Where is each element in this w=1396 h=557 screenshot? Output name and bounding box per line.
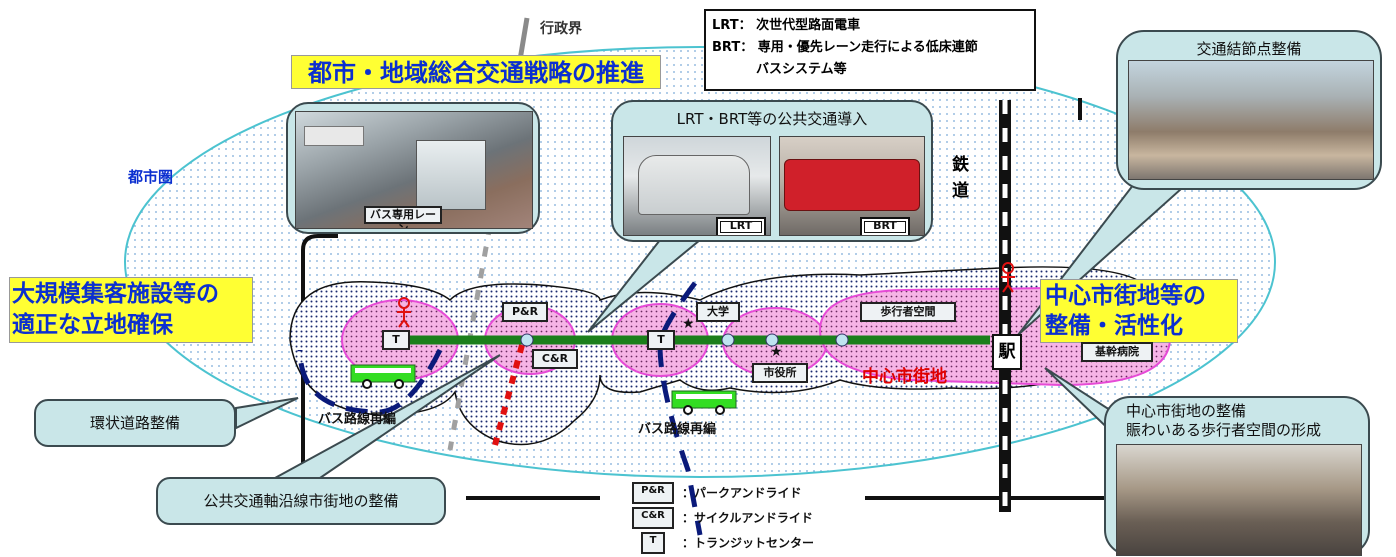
legend: P&R ：パークアンドライド C&R ：サイクルアンドライド T ：トランジット… bbox=[632, 480, 872, 555]
brt-label: BRT bbox=[860, 217, 910, 235]
legend-row-cr: C&R ：サイクルアンドライド bbox=[632, 505, 872, 530]
pedestrian-space-tag: 歩行者空間 bbox=[860, 302, 956, 322]
pr-tag: P&R bbox=[502, 302, 548, 322]
brt-definition: BRT： 専用・優先レーン走行による低床連節 bbox=[712, 40, 978, 55]
ring-road-center bbox=[657, 281, 703, 536]
legend-row-pr: P&R ：パークアンドライド bbox=[632, 480, 872, 505]
bus-icon-left bbox=[350, 364, 416, 389]
star-university: ★ bbox=[682, 316, 695, 332]
bus-reorg-center: バス路線再編 bbox=[638, 422, 717, 437]
brt-definition-cont: バスシステム等 bbox=[756, 62, 847, 77]
transport-node-title: 交通結節点整備 bbox=[1196, 40, 1302, 58]
star-cityhall: ★ bbox=[770, 344, 783, 360]
person-icon-right bbox=[1001, 262, 1015, 293]
person-icon-left bbox=[397, 297, 411, 328]
downtown-text-2: 賑わいある歩行者空間の形成 bbox=[1126, 421, 1322, 439]
stop-2 bbox=[721, 333, 735, 347]
large-facility-headline: 大規模集客施設等の 適正な立地確保 bbox=[9, 277, 253, 343]
legend-key-pr: P&R bbox=[632, 481, 674, 504]
lrt-label: LRT bbox=[716, 217, 766, 235]
lrt-brt-callout: LRT・BRT等の公共交通導入 LRT BRT bbox=[611, 100, 933, 242]
lrt-definition: LRT： 次世代型路面電車 bbox=[712, 18, 861, 33]
downtown-label: 中心市街地 bbox=[862, 367, 947, 387]
bike-route bbox=[492, 344, 525, 446]
ring-road-callout: 環状道路整備 bbox=[34, 399, 236, 447]
center-line2: 整備・活性化 bbox=[1045, 313, 1183, 339]
transit-center-tag-2: T bbox=[647, 330, 675, 350]
brt-photo: BRT bbox=[779, 136, 925, 236]
corridor-text: 公共交通軸沿線市街地の整備 bbox=[203, 492, 399, 510]
stop-1 bbox=[520, 333, 534, 347]
railway-label-1: 鉄 bbox=[952, 155, 969, 175]
university-tag: 大学 bbox=[696, 302, 740, 322]
admin-boundary-label: 行政界 bbox=[540, 21, 582, 37]
metro-area-label: 都市圏 bbox=[128, 168, 174, 186]
admin-boundary-top bbox=[517, 17, 530, 61]
lrt-photo: LRT bbox=[623, 136, 771, 236]
ring-road-text: 環状道路整備 bbox=[89, 414, 180, 432]
bus-reorg-left: バス路線再編 bbox=[318, 412, 397, 427]
stop-3 bbox=[765, 333, 779, 347]
corridor-callout: 公共交通軸沿線市街地の整備 bbox=[156, 477, 446, 525]
legend-key-t: T bbox=[641, 531, 665, 554]
legend-text-cr: ：サイクルアンドライド bbox=[682, 511, 813, 525]
railway-label: 鉄 道 bbox=[952, 152, 969, 204]
bus-icon-center bbox=[671, 390, 737, 415]
transport-node-photo bbox=[1128, 60, 1374, 180]
large-facility-line2: 適正な立地確保 bbox=[12, 312, 173, 338]
large-facility-line1: 大規模集客施設等の bbox=[12, 281, 219, 307]
bus-lane-label: バス専用レーン bbox=[364, 206, 442, 228]
legend-text-pr: ：パークアンドライド bbox=[682, 486, 802, 500]
hospital-tag: 基幹病院 bbox=[1081, 342, 1153, 362]
brt-vehicle bbox=[784, 159, 920, 211]
center-headline: 中心市街地等の 整備・活性化 bbox=[1040, 279, 1238, 343]
strategy-headline: 都市・地域総合交通戦略の推進 bbox=[291, 55, 661, 89]
legend-key-cr: C&R bbox=[632, 506, 674, 529]
city-hall-tag: 市役所 bbox=[752, 363, 808, 383]
center-line1: 中心市街地等の bbox=[1045, 283, 1206, 309]
ring-road-black bbox=[301, 234, 338, 515]
definitions-box: LRT： 次世代型路面電車 BRT： 専用・優先レーン走行による低床連節 バスシ… bbox=[704, 9, 1036, 91]
railway-label-2: 道 bbox=[952, 181, 969, 201]
station-box: 駅 bbox=[992, 334, 1022, 370]
callout-tail-ring bbox=[235, 397, 299, 430]
bus-lane-callout: バス専用レーン bbox=[286, 102, 540, 234]
bus-in-photo bbox=[416, 140, 486, 210]
transport-node-callout: 交通結節点整備 bbox=[1116, 30, 1382, 190]
downtown-photo bbox=[1116, 444, 1362, 556]
downtown-callout: 中心市街地の整備 賑わいある歩行者空間の形成 bbox=[1104, 396, 1370, 556]
bus-lane-photo: バス専用レーン bbox=[295, 111, 533, 229]
legend-row-t: T ：トランジットセンター bbox=[632, 530, 872, 555]
transit-center-tag-1: T bbox=[382, 330, 410, 350]
cr-tag: C&R bbox=[532, 349, 578, 369]
lrt-vehicle bbox=[638, 155, 750, 215]
car-in-photo bbox=[304, 126, 364, 146]
lrt-brt-title: LRT・BRT等の公共交通導入 bbox=[676, 110, 868, 128]
legend-text-t: ：トランジットセンター bbox=[682, 536, 815, 550]
downtown-text-1: 中心市街地の整備 bbox=[1126, 402, 1247, 420]
stop-4 bbox=[835, 333, 849, 347]
ring-road-left bbox=[297, 348, 443, 415]
